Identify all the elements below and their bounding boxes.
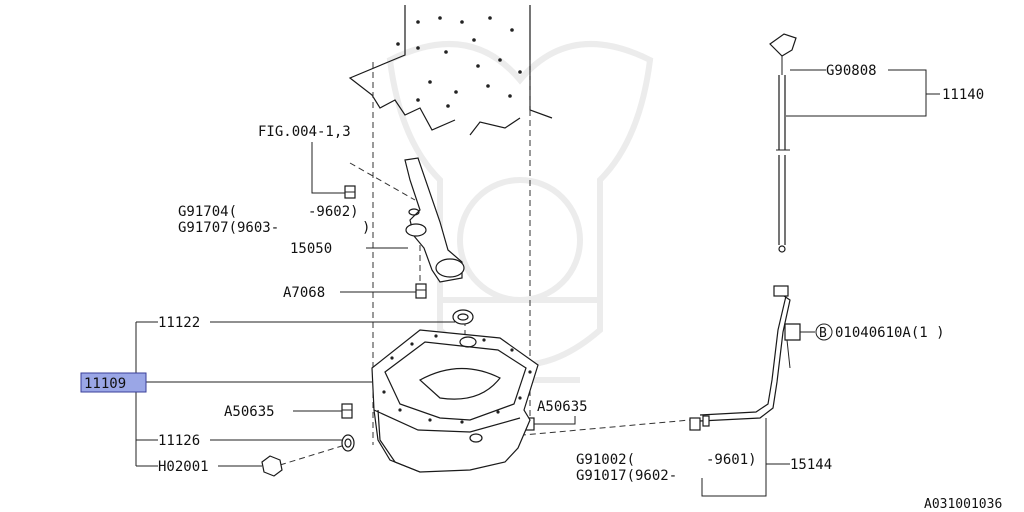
label-fig004[interactable]: FIG.004-1,3: [258, 124, 351, 140]
engine-block: [348, 5, 553, 136]
label-11126[interactable]: 11126: [158, 433, 200, 449]
label-g90808[interactable]: G90808: [826, 63, 877, 79]
label-a50635-right[interactable]: A50635: [537, 399, 588, 415]
label-11140[interactable]: 11140: [942, 87, 984, 103]
label-15144[interactable]: 15144: [790, 457, 832, 473]
bolt-fig004: [344, 185, 356, 199]
label-11122[interactable]: 11122: [158, 315, 200, 331]
highlight-box-11109: [80, 372, 147, 393]
oil-strainer-15050: [404, 157, 465, 283]
label-a7068[interactable]: A7068: [283, 285, 325, 301]
diagram-id: A031001036: [924, 497, 1002, 512]
label-range-9602: -9602): [308, 204, 359, 220]
gauge-guide-15144: [689, 285, 791, 431]
label-11109[interactable]: 11109: [84, 376, 126, 392]
label-b-marker: B: [819, 326, 827, 341]
label-g91017[interactable]: G91017(9602-: [576, 468, 677, 484]
label-range-9601: -9601): [706, 452, 757, 468]
b-circle-marker: [815, 323, 833, 341]
gasket-11126: [341, 434, 355, 452]
nut-a7068: [415, 283, 427, 299]
oil-pan-11109: [371, 329, 539, 473]
label-paren-close: ): [362, 220, 370, 236]
bolt-b: [784, 323, 801, 369]
label-bolt-code[interactable]: 01040610A(1 ): [835, 325, 945, 341]
oil-level-gauge-11140: [769, 33, 797, 253]
part-labels: FIG.004-1,3 G91704( -9602) G91707(9603- …: [80, 63, 1002, 512]
watermark-logo: [386, 41, 654, 383]
leader-lines: [135, 69, 940, 497]
label-15050[interactable]: 15050: [290, 241, 332, 257]
gasket-11122: [452, 309, 474, 325]
drain-plug-h02001: [261, 455, 283, 477]
label-g91704[interactable]: G91704(: [178, 204, 237, 220]
label-h02001[interactable]: H02001: [158, 459, 209, 475]
bolt-a50635-left: [341, 403, 353, 419]
label-g91002[interactable]: G91002(: [576, 452, 635, 468]
label-a50635-left[interactable]: A50635: [224, 404, 275, 420]
label-g91707[interactable]: G91707(9603-: [178, 220, 279, 236]
